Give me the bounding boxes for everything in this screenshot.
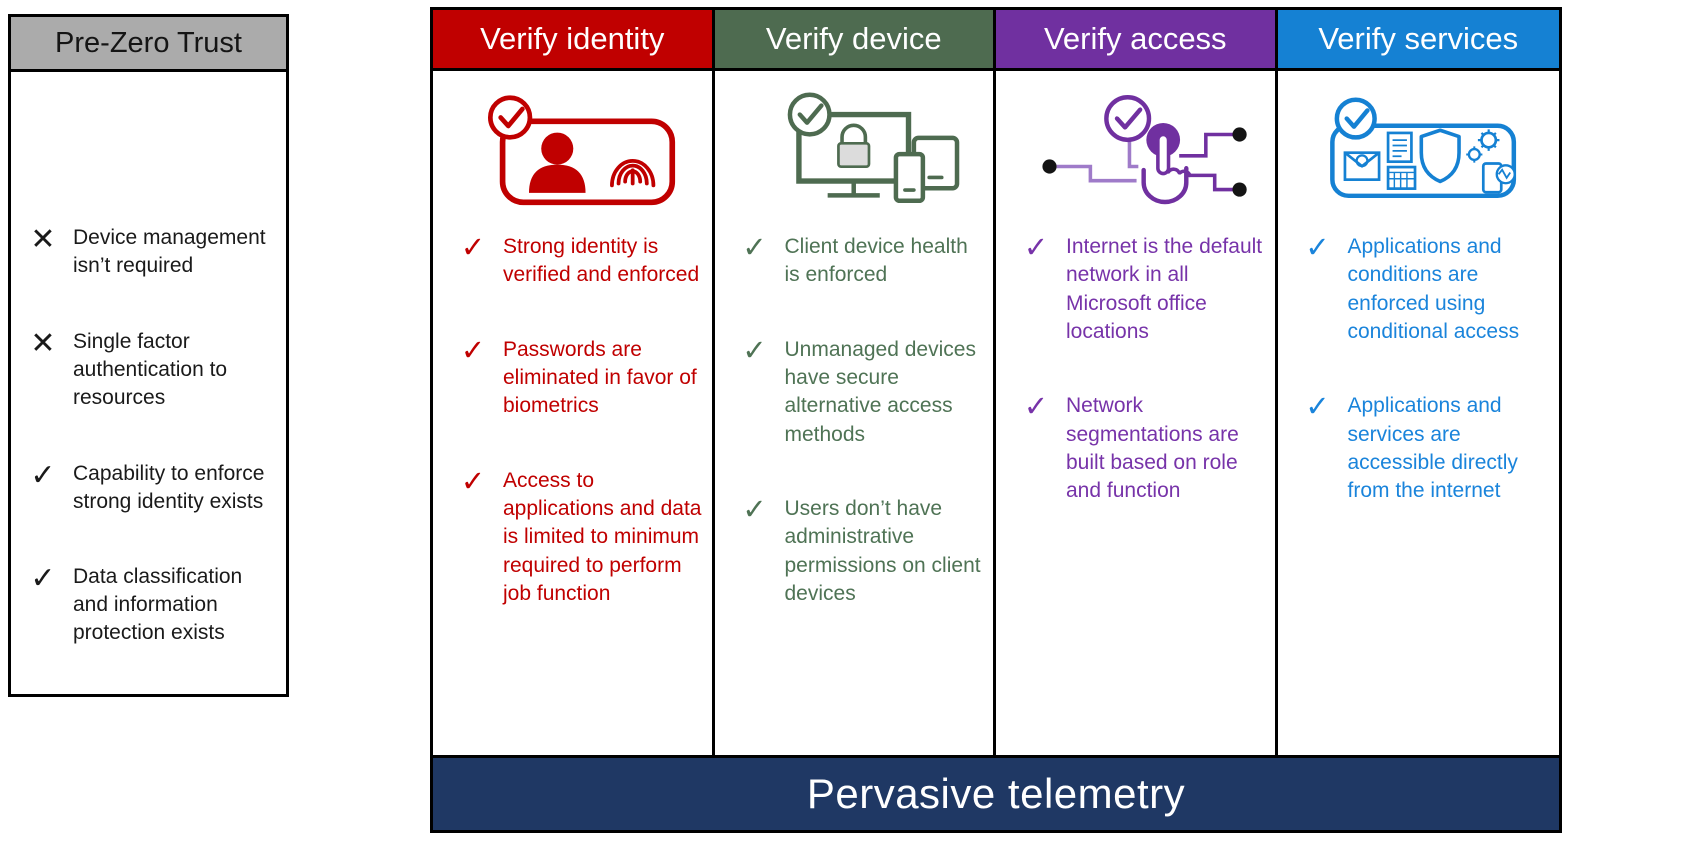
list-item-text: Client device health is enforced [784,235,968,287]
verify-identity-list: ✓ Strong identity is verified and enforc… [455,221,702,608]
column-verify-access: Verify access [996,10,1278,755]
mark-icon: ✕ [30,223,56,256]
list-item-text: Network segmentations are built based on… [1066,394,1239,503]
verify-access-list: ✓ Internet is the default network in all… [1018,221,1265,506]
list-item: ✓ Users don’t have administrative permis… [737,495,984,608]
list-item-text: Users don’t have administrative permissi… [784,497,981,606]
check-icon: ✓ [460,334,486,367]
list-item: ✕ Device management isn’t required [25,224,274,280]
verify-access-body: ✓ Internet is the default network in all… [996,71,1275,755]
list-item-text: Device management isn’t required [73,226,266,277]
check-icon: ✓ [742,232,767,264]
check-icon: ✓ [1305,232,1330,264]
list-item-text: Strong identity is verified and enforced [503,235,700,287]
check-icon: ✓ [742,494,767,527]
list-item-text: Unmanaged devices have secure alternativ… [784,337,976,446]
list-item-text: Capability to enforce strong identity ex… [73,461,265,513]
mark-icon: ✓ [30,562,56,596]
list-item-text: Data classification and information prot… [73,565,243,645]
column-verify-identity: Verify identity [433,10,715,755]
verify-services-body: ✓ Applications and conditions are enforc… [1278,71,1560,755]
check-icon: ✓ [1023,391,1049,424]
identity-badge-fingerprint-icon [455,79,702,221]
list-item-text: Internet is the default network in all M… [1066,235,1263,344]
pervasive-telemetry-bar: Pervasive telemetry [433,755,1559,830]
verify-services-list: ✓ Applications and conditions are enforc… [1300,221,1550,506]
mark-icon: ✕ [30,326,56,360]
verify-services-header: Verify services [1277,10,1559,71]
list-item: ✓ Access to applications and data is lim… [455,467,702,609]
list-item-text: Single factor authentication to resource… [73,329,228,409]
zero-trust-table: Verify identity [430,7,1562,833]
check-icon: ✓ [460,232,486,264]
cloud-services-icon [1300,79,1550,221]
list-item: ✓ Data classification and information pr… [25,563,274,647]
verify-device-body: ✓ Client device health is enforced ✓ Unm… [715,71,994,755]
verify-device-list: ✓ Client device health is enforced ✓ Unm… [737,221,984,608]
check-icon: ✓ [460,465,486,498]
list-item: ✓ Unmanaged devices have secure alternat… [737,336,984,449]
list-item: ✓ Strong identity is verified and enforc… [455,233,702,290]
list-item-text: Passwords are eliminated in favor of bio… [503,337,697,418]
list-item-text: Applications and conditions are enforced… [1347,235,1520,344]
verify-identity-header: Verify identity [433,10,712,71]
check-icon: ✓ [1305,391,1330,424]
list-item: ✓ Internet is the default network in all… [1018,233,1265,346]
pre-zero-trust-list: ✕ Device management isn’t required ✕ Sin… [11,72,286,647]
column-verify-device: Verify device [714,10,996,755]
list-item: ✕ Single factor authentication to resour… [25,328,274,412]
list-item: ✓ Applications and services are accessib… [1300,392,1550,505]
pre-zero-trust-title: Pre-Zero Trust [11,17,286,72]
list-item: ✓ Passwords are eliminated in favor of b… [455,336,702,421]
verify-columns: Verify identity [433,10,1559,755]
list-item: ✓ Network segmentations are built based … [1018,392,1265,505]
pre-zero-trust-panel: Pre-Zero Trust ✕ Device management isn’t… [8,14,289,697]
list-item: ✓ Client device health is enforced [737,233,984,290]
network-access-touch-icon [1018,79,1265,221]
mark-icon: ✓ [30,458,56,492]
list-item-text: Access to applications and data is limit… [503,468,702,606]
column-verify-services: Verify services [1277,10,1560,755]
check-icon: ✓ [742,334,767,367]
check-icon: ✓ [1023,232,1049,264]
list-item-text: Applications and services are accessible… [1347,394,1518,503]
verify-identity-body: ✓ Strong identity is verified and enforc… [433,71,712,755]
verify-access-header: Verify access [996,10,1275,71]
verify-device-header: Verify device [714,10,993,71]
list-item: ✓ Capability to enforce strong identity … [25,460,274,516]
list-item: ✓ Applications and conditions are enforc… [1300,233,1550,346]
secured-devices-icon [737,79,984,221]
